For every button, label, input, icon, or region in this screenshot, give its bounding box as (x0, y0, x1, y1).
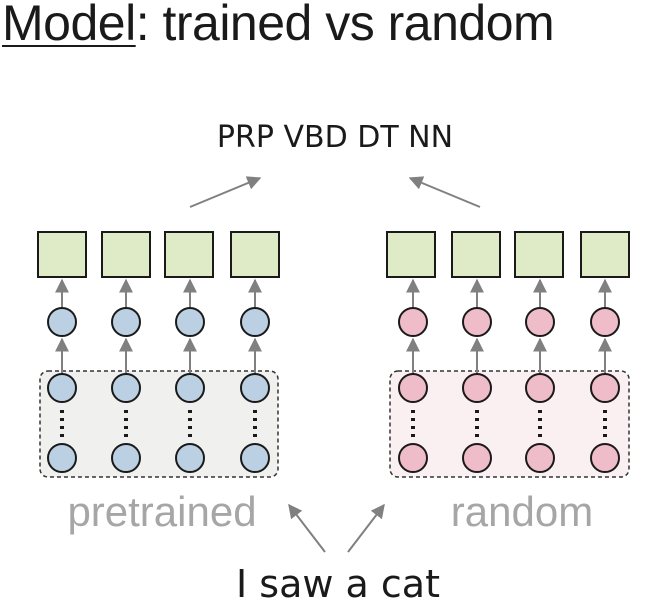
encoder-top-node (462, 373, 492, 403)
column-4 (230, 231, 280, 473)
output-square (451, 231, 501, 278)
hidden-node (590, 307, 620, 337)
output-tags: PRP VBD DT NN (217, 120, 453, 155)
encoder-top-node (398, 373, 428, 403)
hidden-node (462, 307, 492, 337)
column-3 (164, 231, 214, 473)
encoder-bottom-node (175, 443, 205, 473)
encoder-top-node (111, 373, 141, 403)
column-3 (514, 231, 564, 473)
hidden-node (525, 307, 555, 337)
arrow-left-to-tags (189, 176, 262, 208)
encoder-bottom-node (525, 443, 555, 473)
column-2 (101, 231, 151, 473)
title-rest: : trained vs random (135, 0, 555, 51)
encoder-bottom-node (111, 443, 141, 473)
encoder-top-node (175, 373, 205, 403)
arrow-input-to-random (347, 503, 385, 553)
encoder-top-node (47, 373, 77, 403)
column-4 (580, 231, 630, 473)
encoder-bottom-node (47, 443, 77, 473)
column-2 (451, 231, 501, 473)
encoder-pretrained (37, 231, 280, 478)
output-square (514, 231, 564, 278)
encoder-top-node (590, 373, 620, 403)
slide-title: Model: trained vs random (2, 0, 555, 52)
hidden-node (398, 307, 428, 337)
arrow-input-to-pretrained (288, 503, 326, 553)
title-underlined: Model (2, 0, 136, 51)
encoder-bottom-node (590, 443, 620, 473)
hidden-node (175, 307, 205, 337)
output-square (230, 231, 280, 278)
hidden-node (47, 307, 77, 337)
encoder-bottom-node (398, 443, 428, 473)
output-square (386, 231, 436, 278)
output-square (164, 231, 214, 278)
encoder-bottom-node (240, 443, 270, 473)
output-square (37, 231, 87, 278)
output-square (580, 231, 630, 278)
encoder-top-node (525, 373, 555, 403)
pretrained-label: pretrained (67, 488, 256, 535)
pretrained-encoder-box (39, 370, 279, 478)
column-1 (386, 231, 436, 473)
encoder-bottom-node (462, 443, 492, 473)
hidden-node (240, 307, 270, 337)
arrow-right-to-tags (408, 176, 481, 208)
column-1 (37, 231, 87, 473)
input-sentence: I saw a cat (236, 562, 440, 604)
encoder-top-node (240, 373, 270, 403)
encoder-random (386, 231, 630, 478)
random-encoder-box (389, 370, 630, 478)
output-square (101, 231, 151, 278)
random-label: random (451, 488, 593, 535)
hidden-node (111, 307, 141, 337)
